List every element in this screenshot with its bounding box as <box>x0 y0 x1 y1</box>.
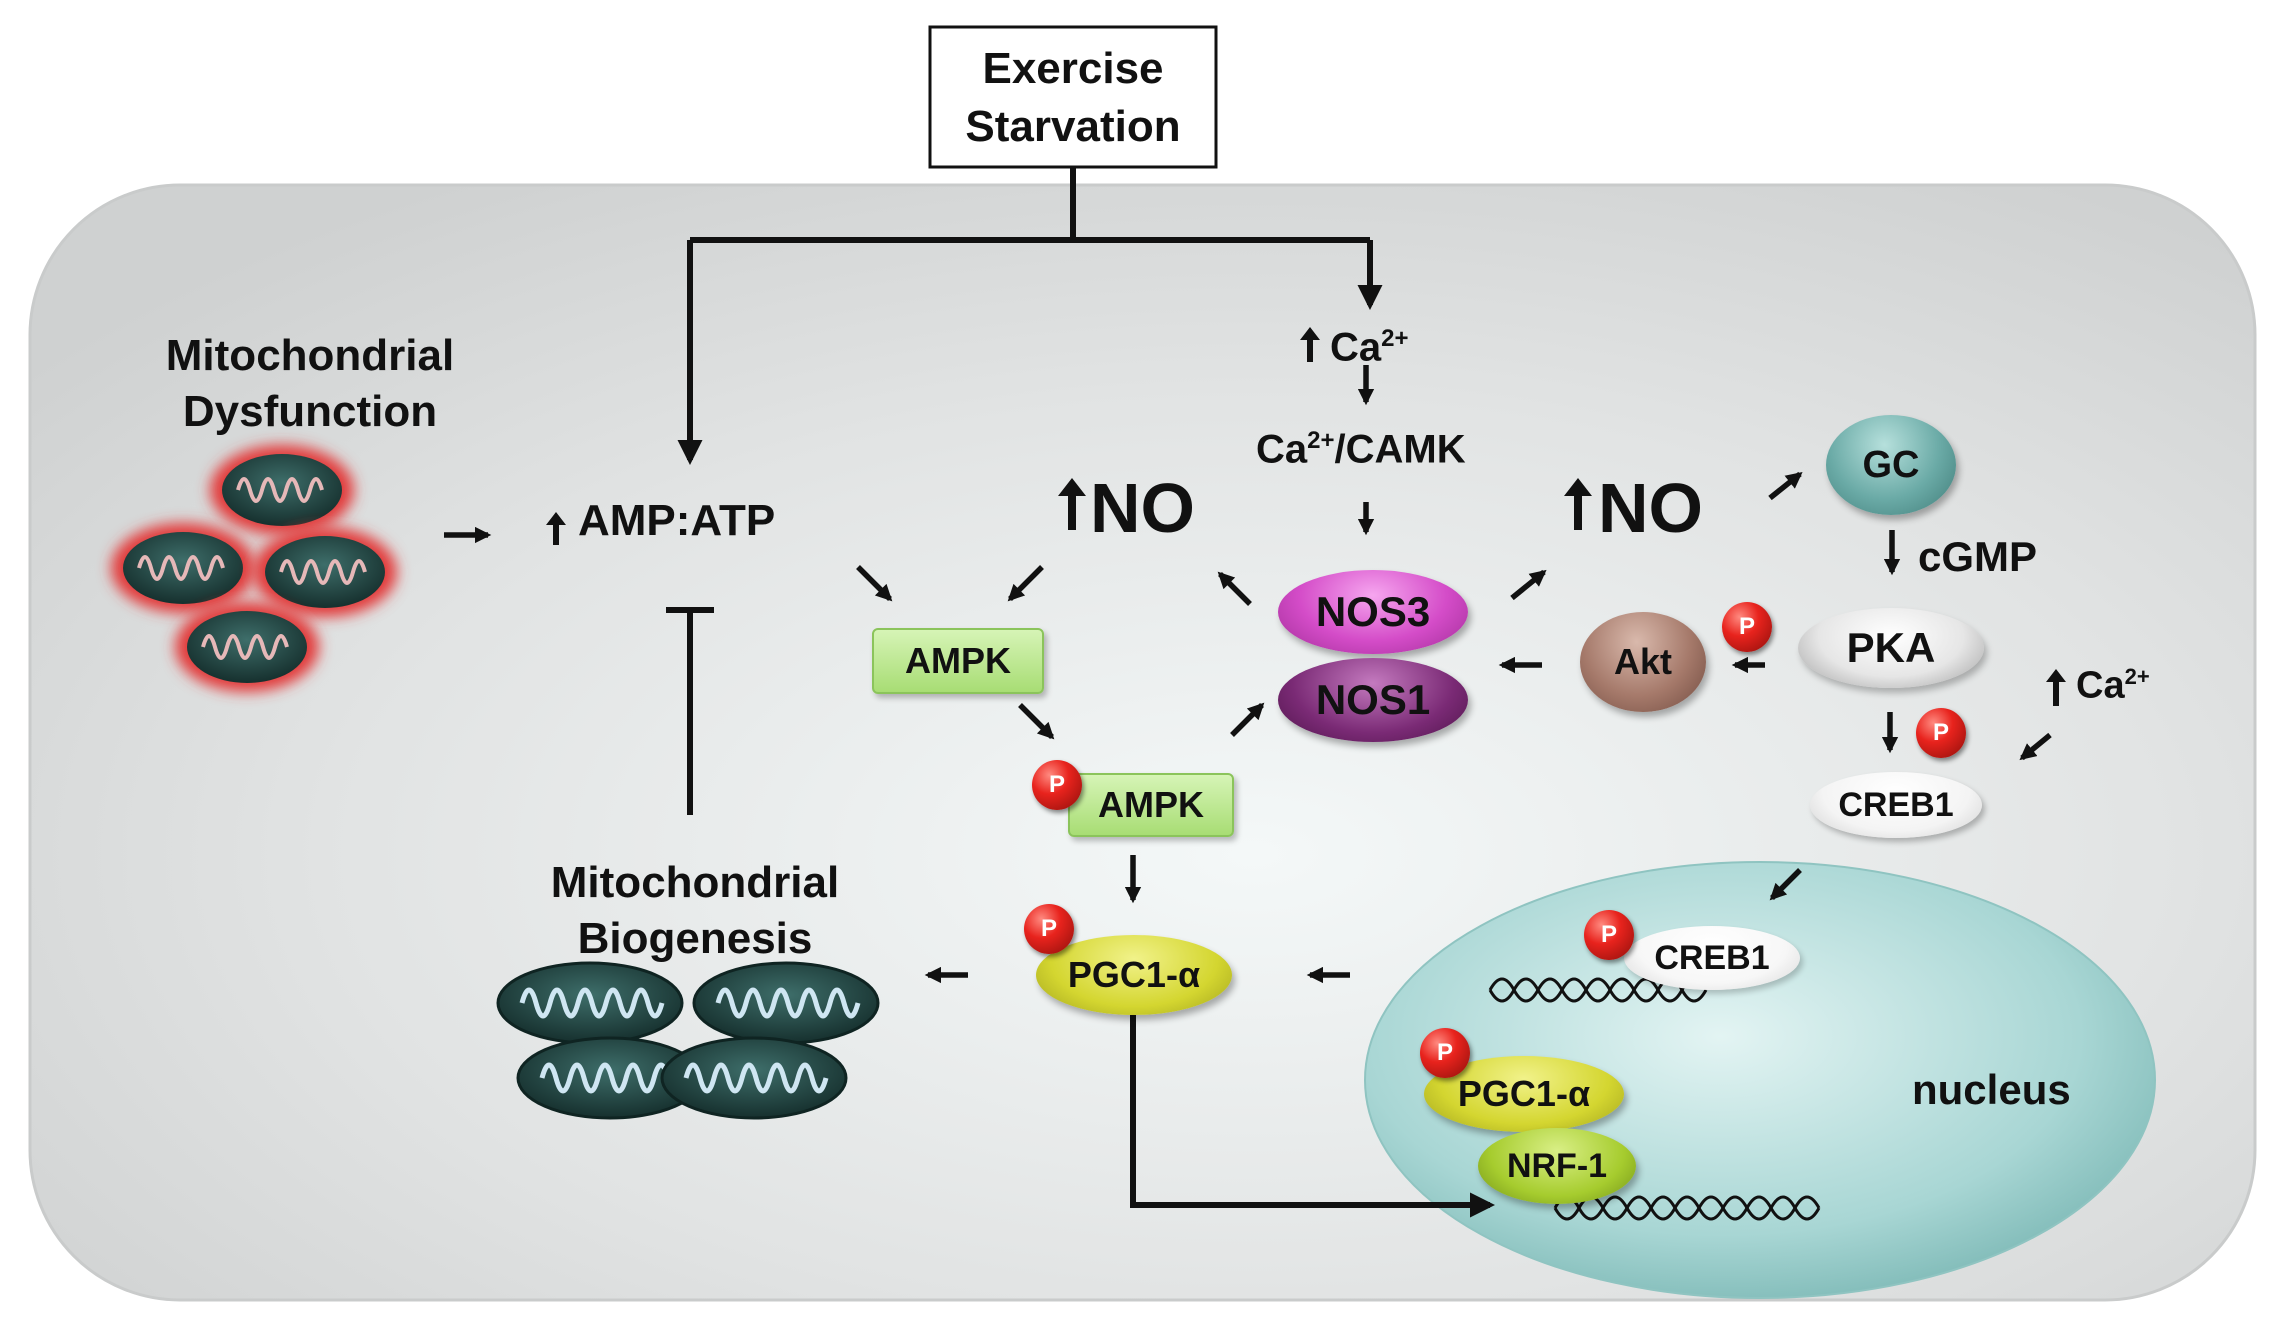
mitochondrion-icon <box>175 602 319 692</box>
no-label-right: NO <box>1598 469 1703 547</box>
new-mitochondria <box>496 961 880 1120</box>
amp-atp-label: AMP:ATP <box>578 496 776 545</box>
nos3-node: NOS3 <box>1278 570 1468 654</box>
ca-camk-post: /CAMK <box>1334 427 1466 472</box>
phospho-badge: P <box>1916 708 1966 758</box>
phospho-badge: P <box>1584 910 1634 960</box>
phospho-badge: P <box>1024 904 1074 954</box>
ca-camk-charge: 2+ <box>1307 427 1335 454</box>
up-arrow-icon <box>1058 478 1086 530</box>
up-arrow-icon <box>1300 327 1320 362</box>
mitochondrion-icon <box>253 527 397 617</box>
dna-helix-icon <box>1553 1195 1821 1221</box>
up-arrow-icons <box>546 327 2066 706</box>
mito-biogenesis-title: Mitochondrial Biogenesis <box>495 855 895 967</box>
up-arrow-icon <box>2046 669 2066 706</box>
dysfunctional-mitochondria <box>111 445 397 692</box>
phospho-badge: P <box>1420 1028 1470 1078</box>
cgmp-label: cGMP <box>1918 533 2038 580</box>
phospho-badge: P <box>1722 602 1772 652</box>
inhibition-line <box>666 607 714 815</box>
pgc1a-to-nucleus-line <box>1130 1015 1496 1218</box>
mitochondrion-icon <box>111 523 255 613</box>
nos1-node: NOS1 <box>1278 658 1468 742</box>
gc-node: GC <box>1826 415 1956 515</box>
up-arrow-icon <box>546 512 566 545</box>
ampk-node: AMPK <box>872 628 1044 694</box>
calcium-right-charge: 2+ <box>2124 664 2150 689</box>
mitochondrion-icon <box>660 1036 848 1120</box>
mito-dysfunction-line1: Mitochondrial <box>165 331 455 380</box>
trigger-label: Exercise Starvation <box>930 40 1216 156</box>
calcium-charge: 2+ <box>1381 325 1409 352</box>
mito-dysfunction-title: Mitochondrial Dysfunction <box>110 328 510 440</box>
creb1-node: CREB1 <box>1810 772 1982 838</box>
calcium-text: Ca <box>1330 325 1382 370</box>
nucleus-label: nucleus <box>1912 1066 2071 1113</box>
trigger-line2: Starvation <box>965 102 1181 151</box>
no-label-left: NO <box>1090 469 1195 547</box>
mitochondrion-icon <box>496 961 684 1045</box>
akt-node: Akt <box>1580 612 1706 712</box>
mitochondrion-icon <box>210 445 354 535</box>
up-arrow-icon <box>1564 478 1592 530</box>
calcium-right-text: Ca <box>2076 664 2125 707</box>
phospho-badge: P <box>1032 760 1082 810</box>
mito-biogenesis-line2: Biogenesis <box>577 914 813 963</box>
nucleus-nrf1-node: NRF-1 <box>1478 1128 1636 1204</box>
phospho-ampk-node: AMPK <box>1068 773 1234 837</box>
pka-node: PKA <box>1798 608 1984 688</box>
trigger-line1: Exercise <box>982 44 1164 93</box>
mito-dysfunction-line2: Dysfunction <box>182 387 438 436</box>
mitochondrion-icon <box>692 961 880 1045</box>
calcium-right-label: Ca2+ <box>2076 665 2150 707</box>
trigger-connector <box>677 167 1383 466</box>
mito-biogenesis-line1: Mitochondrial <box>550 858 840 907</box>
nucleus-creb1-node: CREB1 <box>1624 926 1800 990</box>
ca-camk-pre: Ca <box>1256 427 1308 472</box>
pathway-arrows <box>444 365 2052 984</box>
pgc1a-node: PGC1-α <box>1036 935 1232 1015</box>
calcium-up-label: Ca2+ <box>1330 326 1409 368</box>
ca-camk-label: Ca2+/CAMK <box>1256 428 1466 470</box>
